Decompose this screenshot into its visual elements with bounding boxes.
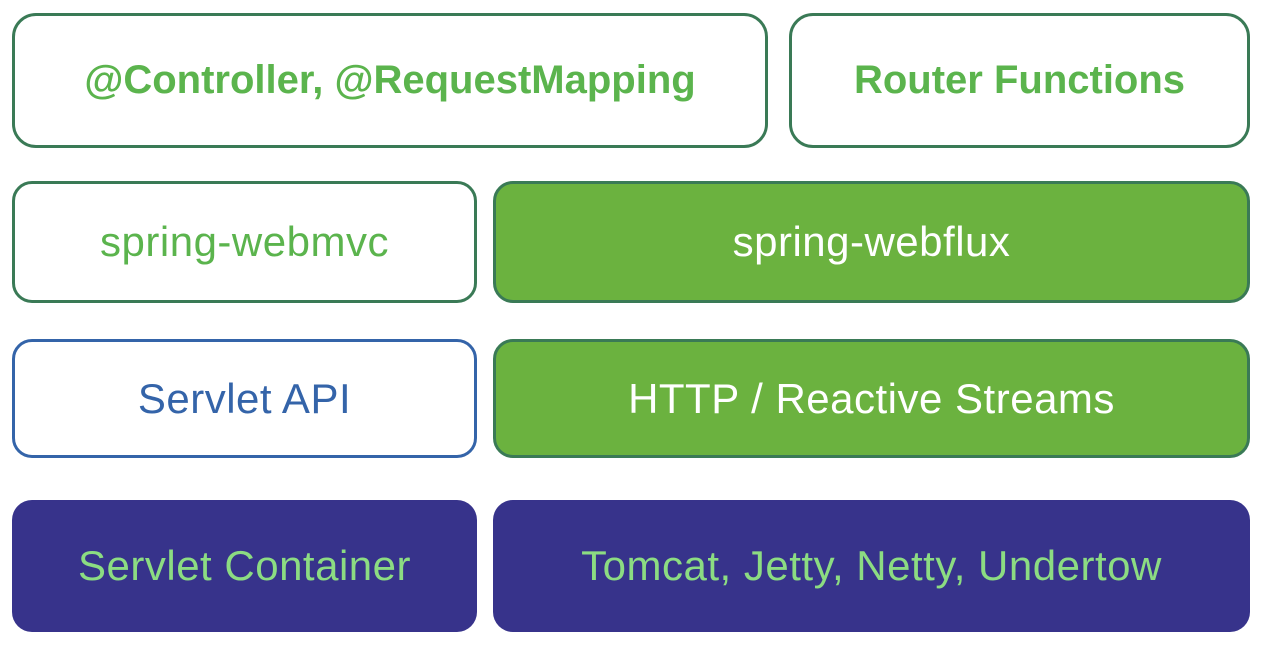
box-servlet-container: Servlet Container: [12, 500, 477, 632]
box-spring-webflux: spring-webflux: [493, 181, 1250, 303]
box-label: spring-webflux: [732, 218, 1011, 265]
box-label: spring-webmvc: [100, 218, 389, 265]
box-router-functions: Router Functions: [789, 13, 1250, 148]
box-http-reactive-streams: HTTP / Reactive Streams: [493, 339, 1250, 458]
box-label: @Controller, @RequestMapping: [84, 58, 696, 102]
box-label: Tomcat, Jetty, Netty, Undertow: [581, 542, 1162, 589]
box-label: Router Functions: [853, 58, 1186, 102]
box-servlet-api: Servlet API: [12, 339, 477, 458]
box-server-engines: Tomcat, Jetty, Netty, Undertow: [493, 500, 1250, 632]
box-label: Servlet Container: [78, 542, 411, 589]
box-label: HTTP / Reactive Streams: [628, 374, 1115, 422]
box-spring-webmvc: spring-webmvc: [12, 181, 477, 303]
box-label: Servlet API: [137, 374, 352, 422]
box-controller-requestmapping: @Controller, @RequestMapping: [12, 13, 768, 148]
